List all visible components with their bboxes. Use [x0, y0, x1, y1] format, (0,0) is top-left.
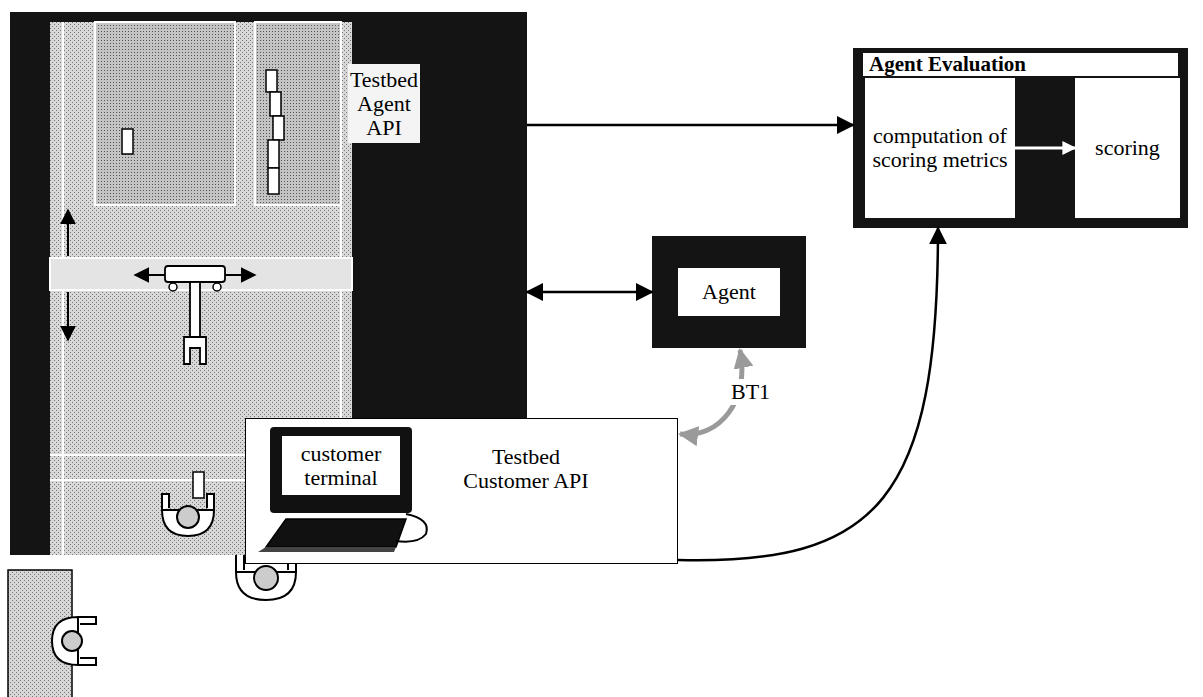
node-label: Agent	[678, 268, 780, 316]
process-box: scoring	[1075, 78, 1180, 218]
node-label: Testbed Customer API	[451, 445, 601, 493]
process-box: computation of scoring metrics	[865, 78, 1015, 218]
connector-arrow	[678, 228, 938, 560]
node-label: Agent Evaluation	[863, 53, 1178, 76]
terminal-screen: customer terminal	[270, 427, 412, 513]
connector-arrow	[1015, 147, 1075, 150]
node-label: scoring	[1095, 136, 1160, 160]
connector-arrow	[527, 291, 652, 294]
node-label: computation of scoring metrics	[869, 124, 1011, 172]
evaluation-box: Agent Evaluation computation of scoring m…	[853, 48, 1188, 228]
node-label: customer terminal	[282, 436, 400, 495]
edge-label: BT1	[728, 379, 773, 405]
connector-arrow	[527, 124, 853, 127]
agent-box: Agent	[652, 236, 806, 348]
chair	[52, 617, 96, 665]
node-label: Testbed Agent API	[348, 64, 420, 143]
customer-api-box: Testbed Customer API customer terminal	[245, 418, 678, 564]
